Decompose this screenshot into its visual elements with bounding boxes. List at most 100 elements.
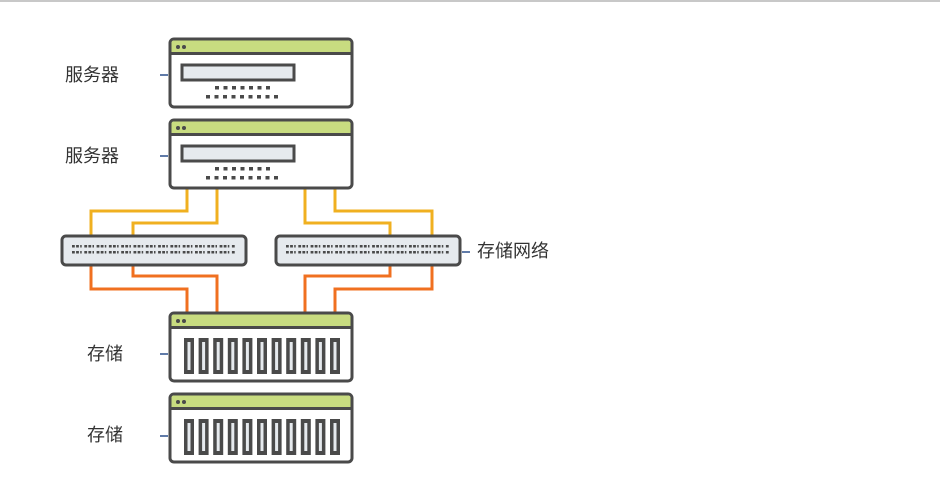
switch-left[interactable]: [60, 234, 248, 267]
switch-port: [310, 251, 314, 254]
switch-port: [286, 251, 289, 254]
switch-port: [413, 251, 416, 254]
switch-port: [347, 245, 351, 248]
switch-body: [60, 234, 248, 267]
disk-drive-light: [289, 342, 293, 370]
switch-port: [359, 251, 363, 254]
switch-port: [327, 251, 330, 254]
vent-dot: [265, 176, 270, 180]
storage-2[interactable]: [168, 392, 354, 464]
switch-port: [166, 251, 168, 254]
switch-port: [294, 251, 296, 254]
chassis-header: [171, 395, 351, 408]
switch-port: [80, 251, 82, 254]
switch-port: [384, 245, 388, 248]
switch-port: [363, 245, 367, 248]
switch-port: [158, 251, 161, 254]
switch-port: [182, 245, 186, 248]
switch-port: [294, 245, 296, 248]
disk-drive-light: [231, 342, 235, 370]
server-2-label: 服务器: [65, 146, 119, 167]
switch-port: [437, 251, 441, 254]
vent-dot: [214, 95, 219, 99]
switch-port: [290, 245, 293, 248]
switch-port: [376, 245, 379, 248]
vent-dot: [265, 95, 270, 99]
storage-1[interactable]: [168, 311, 354, 383]
disk-drive-light: [245, 423, 249, 451]
switch-port: [421, 245, 425, 248]
switch-port: [331, 245, 333, 248]
drive-bay-slot: [180, 63, 296, 82]
switch-port: [318, 251, 321, 254]
switch-port: [306, 251, 308, 254]
switch-port: [108, 251, 112, 254]
switch-port: [100, 245, 104, 248]
disk-drive-light: [275, 342, 279, 370]
switch-port: [117, 245, 119, 248]
switch-port: [396, 251, 400, 254]
vent-dot: [266, 167, 270, 171]
switch-port: [388, 245, 392, 248]
vent-dot: [214, 176, 219, 180]
switch-port: [331, 251, 333, 254]
switch-port: [376, 251, 379, 254]
switch-port: [368, 251, 370, 254]
server-2[interactable]: [168, 118, 354, 190]
switch-port: [96, 251, 100, 254]
server-1[interactable]: [168, 37, 354, 109]
switch-port: [429, 245, 431, 248]
switch-port: [92, 251, 94, 254]
status-led-icon: [176, 400, 180, 404]
disk-drive-light: [187, 423, 191, 451]
switch-port: [343, 245, 345, 248]
switch-port: [133, 251, 137, 254]
switch-right[interactable]: [274, 234, 462, 267]
server-to-switch-links: [89, 187, 434, 236]
switch-port: [215, 245, 217, 248]
switch-port: [335, 245, 338, 248]
switch-port: [195, 245, 198, 248]
switch-port: [231, 245, 235, 248]
switch-port: [104, 245, 107, 248]
switch-port: [404, 251, 407, 254]
fc-cable: [131, 187, 219, 236]
switch-port: [302, 245, 306, 248]
vent-dot: [223, 86, 228, 90]
fc-cable: [303, 187, 392, 236]
switch-port: [227, 245, 230, 248]
vent-dot: [257, 86, 262, 90]
switch-port: [145, 245, 149, 248]
switch-port: [347, 251, 351, 254]
switch-port: [141, 245, 144, 248]
switch-port: [149, 245, 153, 248]
vent-dot: [240, 95, 244, 99]
status-led-icon: [176, 126, 180, 130]
switch-port: [121, 251, 124, 254]
vent-dot: [231, 176, 236, 180]
switch-port: [199, 245, 202, 248]
disk-drive-light: [304, 342, 308, 370]
vent-dot: [257, 176, 261, 180]
switch-port: [286, 245, 289, 248]
switch-port: [219, 251, 223, 254]
switch-port: [363, 251, 367, 254]
switch-port: [372, 245, 375, 248]
switch-port: [409, 245, 412, 248]
vent-dot: [248, 176, 253, 180]
disk-drive-light: [260, 423, 264, 451]
switch-port: [215, 251, 217, 254]
disk-drive-light: [289, 423, 293, 451]
disk-drive-light: [318, 423, 322, 451]
switch-port: [445, 251, 449, 254]
switch-port: [359, 245, 363, 248]
switch-port: [298, 251, 302, 254]
switch-port: [425, 251, 429, 254]
switch-port: [351, 251, 355, 254]
chassis-header: [171, 314, 351, 327]
switch-port: [117, 251, 119, 254]
switch-port: [125, 245, 129, 248]
switch-port: [125, 251, 129, 254]
disk-drive-light: [275, 423, 279, 451]
